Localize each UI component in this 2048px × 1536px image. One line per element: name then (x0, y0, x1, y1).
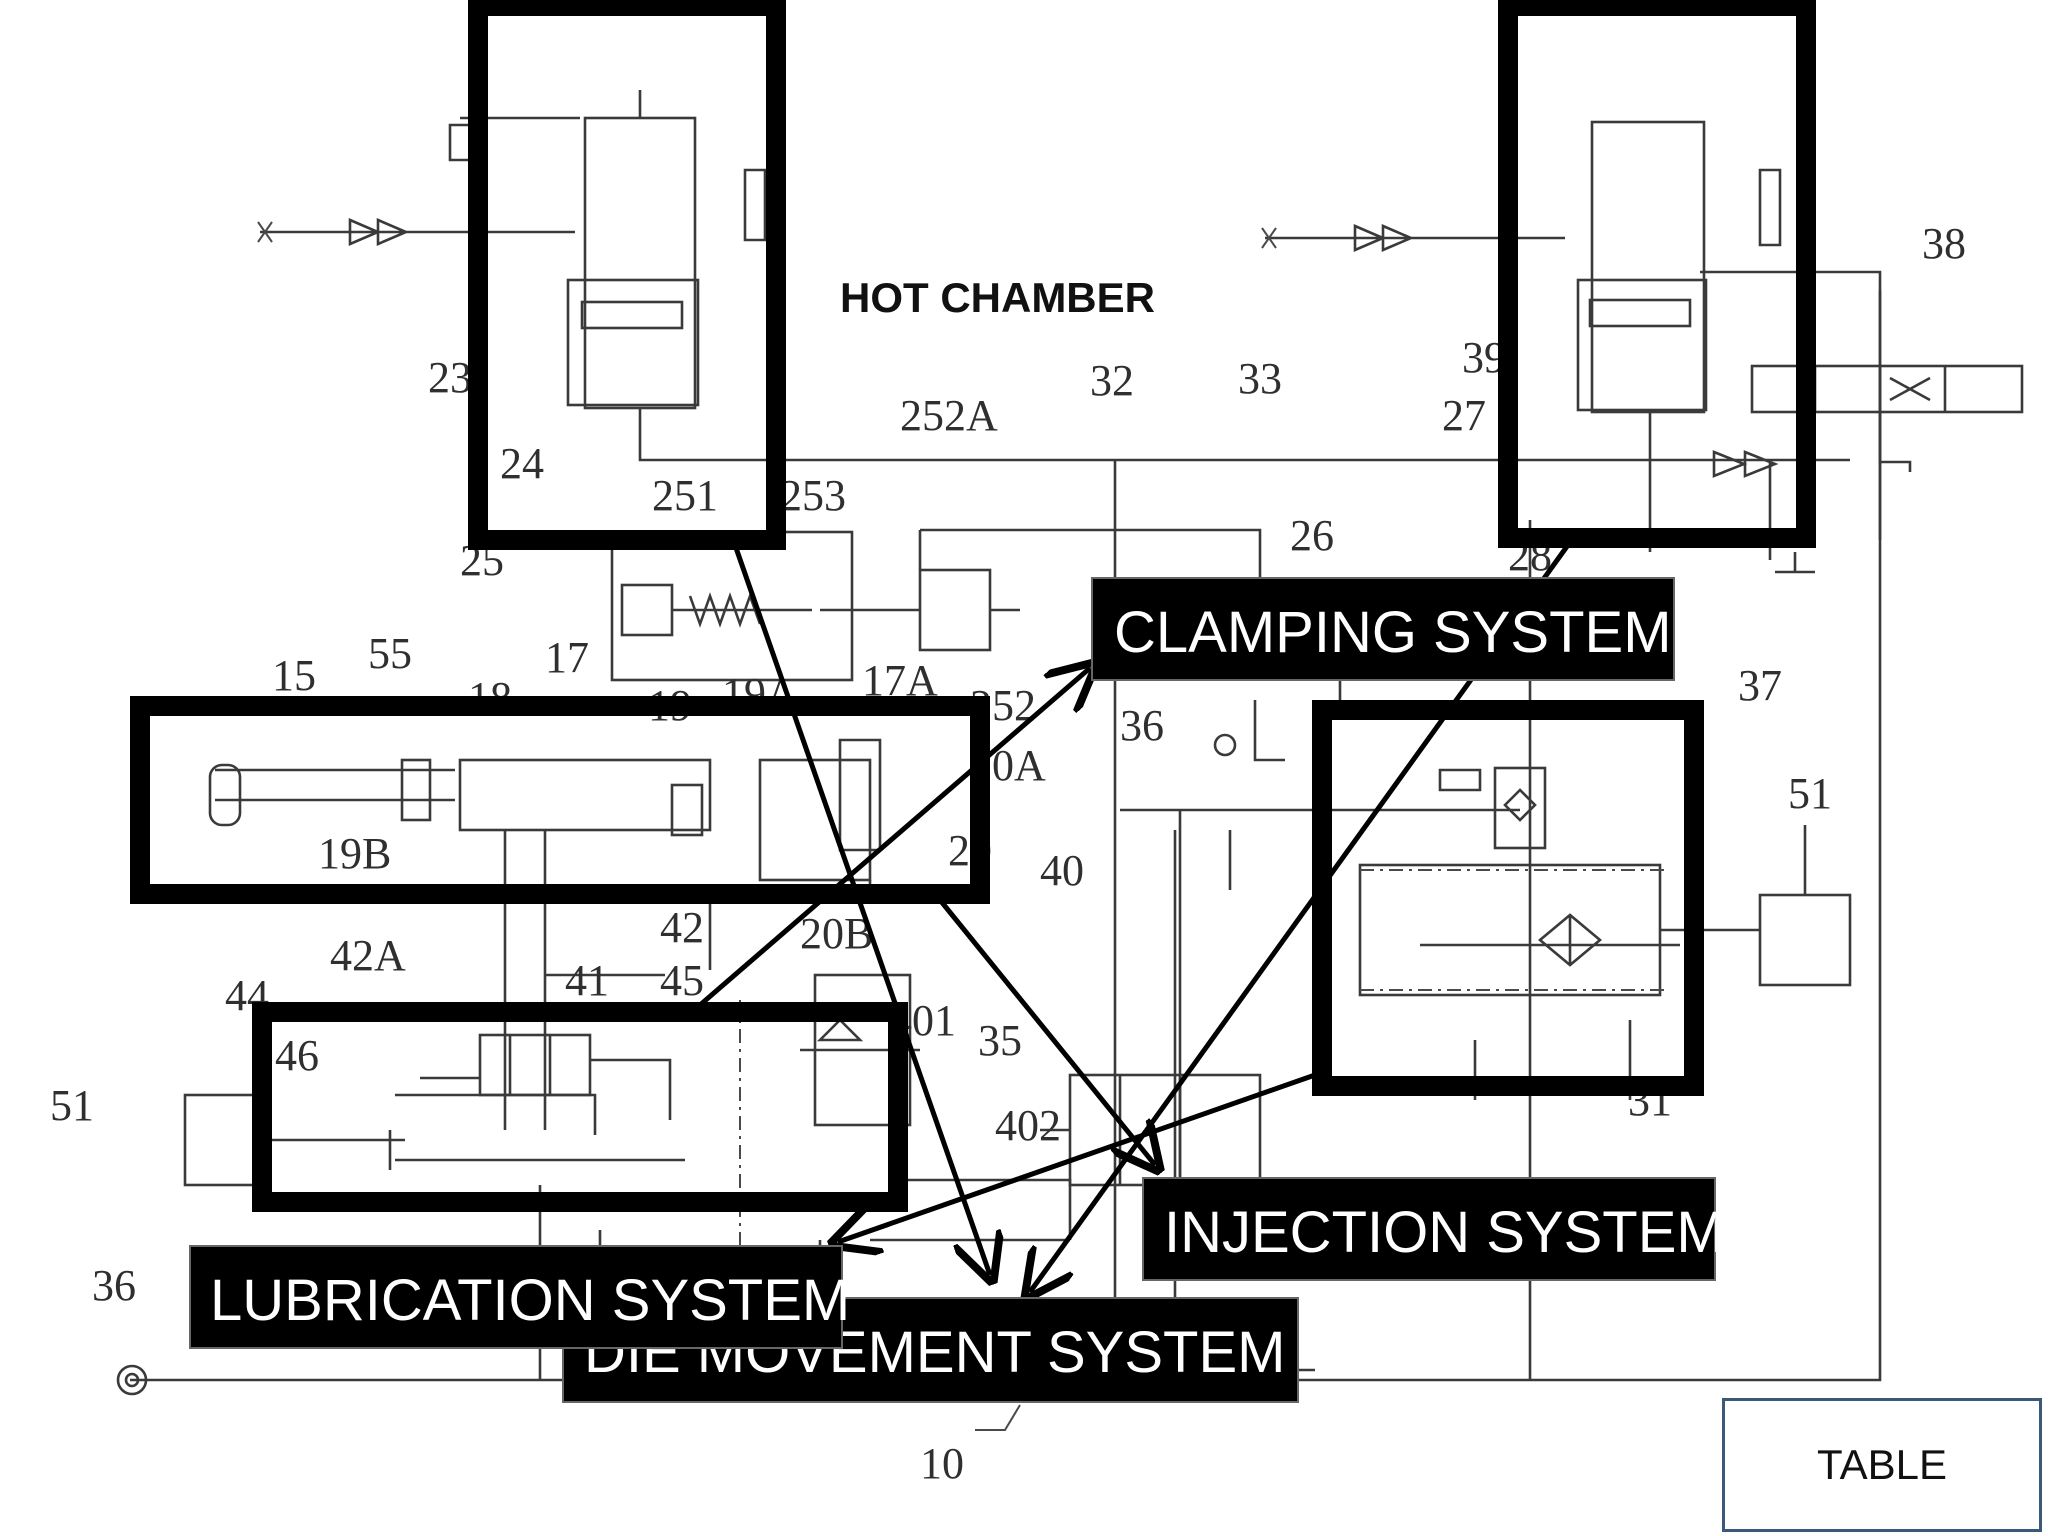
frame-injection-cylinder (130, 696, 990, 904)
label-die-movement: DIE MOVEMENT SYSTEM (562, 1297, 1299, 1403)
arrow-to-clamping (698, 668, 1090, 1007)
ref-23: 23 (428, 353, 472, 402)
ref-36-upper: 36 (1120, 701, 1164, 750)
ref-251: 251 (652, 471, 718, 520)
left-accumulator-base (566, 278, 700, 407)
frame-right-accumulator (1498, 0, 1816, 548)
ref-38: 38 (1922, 219, 1966, 268)
label-injection-text: INJECTION SYSTEM (1164, 1200, 1725, 1265)
ref-33: 33 (1238, 354, 1282, 403)
injection-cylinder (458, 758, 712, 832)
lubrication-valve (478, 1033, 592, 1097)
ref-27: 27 (1442, 391, 1486, 440)
label-clamping-text: CLAMPING SYSTEM (1114, 600, 1672, 665)
ref-55: 55 (368, 629, 412, 678)
frame-left-accumulator (468, 0, 786, 550)
frame-control-valve (1312, 700, 1704, 1096)
right-accumulator (1590, 120, 1706, 414)
frame-lubrication-valve (252, 1002, 908, 1212)
ref-17: 17 (545, 633, 589, 682)
label-lubrication-text: LUBRICATION SYSTEM (210, 1268, 850, 1333)
ref-45: 45 (660, 956, 704, 1005)
ref-42A: 42A (330, 931, 406, 980)
highlight-frames (130, 0, 1816, 1212)
ref-26: 26 (1290, 511, 1334, 560)
diagram-title: HOT CHAMBER (840, 274, 1155, 321)
ref-37: 37 (1738, 661, 1782, 710)
reference-numbers: 23 24 25 251 253 252A 32 33 26 27 39 38 … (50, 219, 1966, 1488)
ref-32: 32 (1090, 356, 1134, 405)
ref-51-left: 51 (50, 1081, 94, 1130)
ref-10: 10 (920, 1439, 964, 1488)
ref-253: 253 (780, 471, 846, 520)
ref-252A: 252A (900, 391, 998, 440)
ref-19B: 19B (318, 829, 391, 878)
arrow-to-lubrication (838, 1072, 1316, 1242)
ref-36-lower: 36 (92, 1261, 136, 1310)
ref-402: 402 (995, 1101, 1061, 1150)
arrow-to-injection (938, 898, 1155, 1165)
label-clamping: CLAMPING SYSTEM (1091, 577, 1675, 681)
arrow-to-die-movement-a (732, 544, 990, 1275)
ref-40: 40 (1040, 846, 1084, 895)
ref-51-right: 51 (1788, 769, 1832, 818)
ref-41: 41 (565, 956, 609, 1005)
valve-38 (1750, 364, 2024, 414)
clamp-valve-block (610, 530, 854, 682)
left-accumulator (583, 116, 697, 410)
ref-15: 15 (272, 651, 316, 700)
label-lubrication: LUBRICATION SYSTEM (189, 1245, 850, 1349)
ref-24: 24 (500, 439, 544, 488)
table-button[interactable]: TABLE (1722, 1398, 2042, 1532)
injection-rod (215, 768, 455, 802)
ref-35: 35 (978, 1016, 1022, 1065)
ref-46: 46 (275, 1031, 319, 1080)
ref-20B: 20B (800, 909, 873, 958)
label-injection: INJECTION SYSTEM (1142, 1177, 1725, 1281)
ref-42: 42 (660, 903, 704, 952)
